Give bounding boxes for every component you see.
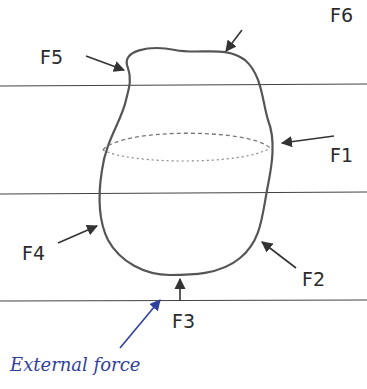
force-label: F1 — [330, 146, 353, 165]
force-label: F4 — [22, 244, 45, 263]
waterline-ellipse — [103, 133, 270, 150]
force-label: F6 — [330, 6, 353, 25]
external-force-leader — [120, 300, 160, 348]
force-label: F3 — [172, 312, 195, 331]
submerged-body — [100, 48, 273, 275]
force-arrows — [58, 30, 334, 301]
fluid-layer-lines — [0, 84, 367, 301]
waterline-ellipse-front — [103, 148, 270, 161]
force-label: F5 — [40, 48, 63, 67]
external-force-label: External force — [10, 356, 140, 374]
force-label: F2 — [302, 270, 325, 289]
